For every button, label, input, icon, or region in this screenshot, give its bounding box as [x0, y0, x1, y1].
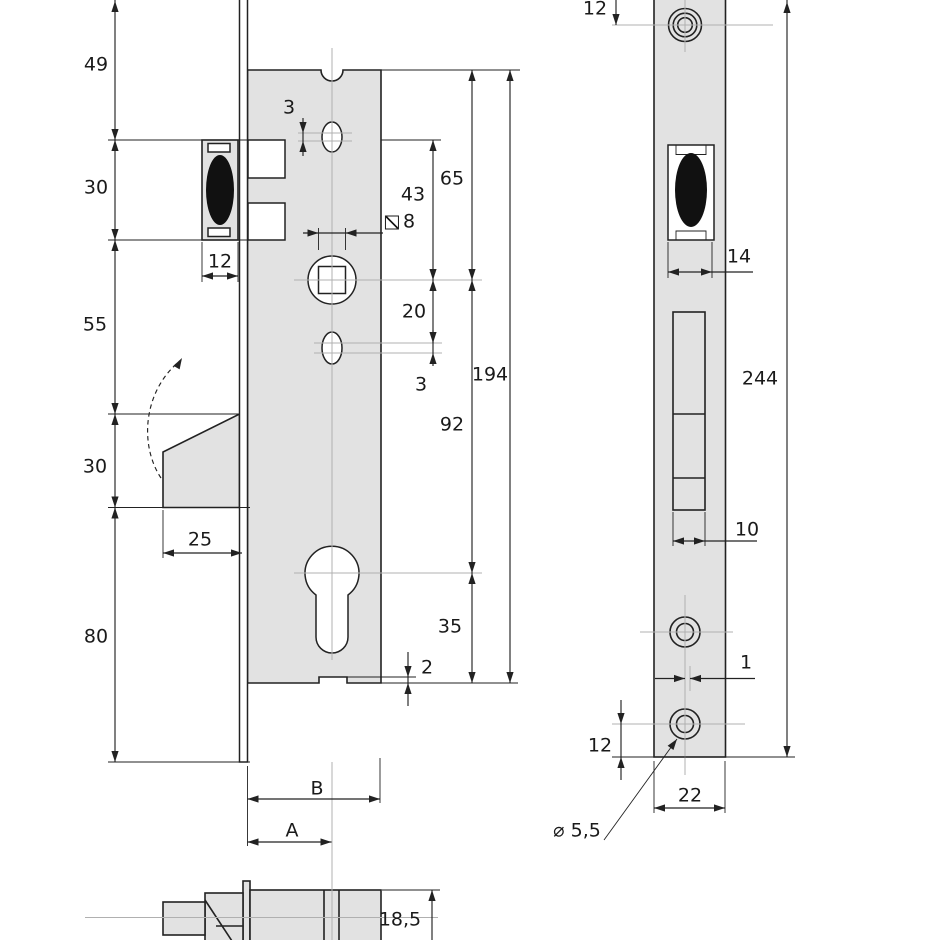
front-view — [147, 0, 382, 763]
dim-screw-diameter: ⌀ 5,5 — [553, 819, 601, 842]
side-view — [653, 0, 727, 758]
dim-case-thickness: 18,5 — [378, 908, 422, 931]
faceplate-lip-top-view — [242, 880, 251, 940]
case-top-view — [249, 889, 382, 940]
dim-latch-to-follower: 43 — [400, 183, 426, 206]
swing-deadbolt — [162, 412, 241, 509]
dim-follower-square: 8 — [384, 212, 415, 232]
dim-case-length: 194 — [471, 363, 509, 386]
dim-latch-height: 30 — [83, 176, 109, 199]
latch-bevel-block — [204, 892, 244, 940]
swing-arc-arrow — [147, 359, 182, 479]
dim-cylinder-to-bottom: 35 — [437, 615, 463, 638]
dim-faceplate-width: 22 — [677, 784, 703, 807]
latch-body-upper — [247, 139, 286, 179]
extension-lines — [108, 69, 795, 891]
square-section-icon — [384, 215, 399, 229]
latch-body-lower — [247, 202, 286, 241]
dim-label-A: A — [285, 819, 299, 842]
latch-guide-tab-top — [207, 142, 231, 153]
dim-latch-to-deadbolt: 55 — [82, 313, 108, 336]
dim-latch-bolt-width: 12 — [207, 250, 233, 273]
dim-bolt-slot-width: 10 — [734, 518, 760, 541]
dim-case-top-to-follower: 65 — [439, 167, 465, 190]
latch-head-top-view — [162, 901, 206, 936]
centerlines — [85, 0, 773, 940]
dim-bottom-notch: 2 — [420, 656, 434, 679]
dim-screw-hole-offset: 1 — [739, 651, 753, 674]
faceplate-side — [653, 0, 727, 758]
dim-lower-hole-offset: 3 — [414, 373, 428, 396]
dim-bottom-screw-offset: 12 — [587, 734, 613, 757]
latch-bolt — [206, 155, 234, 225]
faceplate-front — [238, 0, 249, 763]
dim-deadbolt-to-bottom: 80 — [83, 625, 109, 648]
dim-top-screw-offset: 12 — [582, 0, 608, 20]
deadbolt-slot — [672, 311, 706, 511]
dim-follower-to-lower-hole: 20 — [401, 300, 427, 323]
dim-follower-to-cylinder: 92 — [439, 413, 465, 436]
top-view — [162, 880, 382, 940]
dim-top-hole-offset: 3 — [282, 96, 296, 119]
dim-top-to-latch: 49 — [83, 53, 109, 76]
dim-label-B: B — [310, 777, 324, 800]
dim-deadbolt-throw: 25 — [187, 528, 213, 551]
dim-deadbolt-height: 30 — [82, 455, 108, 478]
dim-latch-cutout-width: 14 — [726, 245, 752, 268]
latch-guide-tab-bottom — [207, 227, 231, 238]
dim-faceplate-length: 244 — [741, 367, 779, 390]
latch-bolt-side — [675, 153, 707, 227]
